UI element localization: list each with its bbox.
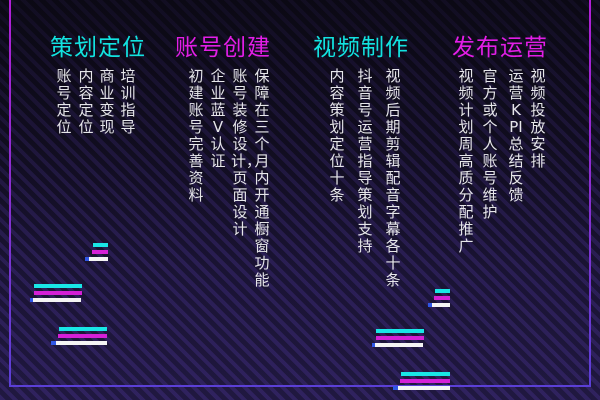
frame-bottom-border xyxy=(9,385,591,387)
section-account-item: 企业蓝V认证 xyxy=(210,67,226,170)
section-publish-item: 运营KPI总结反馈 xyxy=(508,67,524,204)
section-title-video: 视频制作 xyxy=(313,35,409,61)
section-planning-item: 商业变现 xyxy=(99,67,115,136)
frame-left-border xyxy=(9,0,11,387)
section-planning-item: 内容定位 xyxy=(78,67,94,136)
section-video-item: 内容策划定位十条 xyxy=(329,67,345,204)
section-title-publish: 发布运营 xyxy=(452,35,548,61)
section-publish-item: 官方或个人账号维护 xyxy=(482,67,498,221)
section-title-account: 账号创建 xyxy=(175,35,271,61)
section-account-item: 保障在三个月内开通橱窗功能 xyxy=(254,67,270,289)
section-publish-item: 视频投放安排 xyxy=(530,67,546,170)
section-account-item: 初建账号完善资料 xyxy=(188,67,204,204)
section-planning-item: 培训指导 xyxy=(120,67,136,136)
section-video-item: 抖音号运营指导策划支持 xyxy=(357,67,373,255)
section-publish-item: 视频计划周高质分配推广 xyxy=(458,67,474,255)
section-account-item: 账号装修设计，页面设计 xyxy=(231,67,262,238)
section-planning-item: 账号定位 xyxy=(56,67,72,136)
frame-right-border xyxy=(589,0,591,387)
section-video-item: 视频后期剪辑配音字幕各十条 xyxy=(385,67,401,289)
section-title-planning: 策划定位 xyxy=(50,35,146,61)
